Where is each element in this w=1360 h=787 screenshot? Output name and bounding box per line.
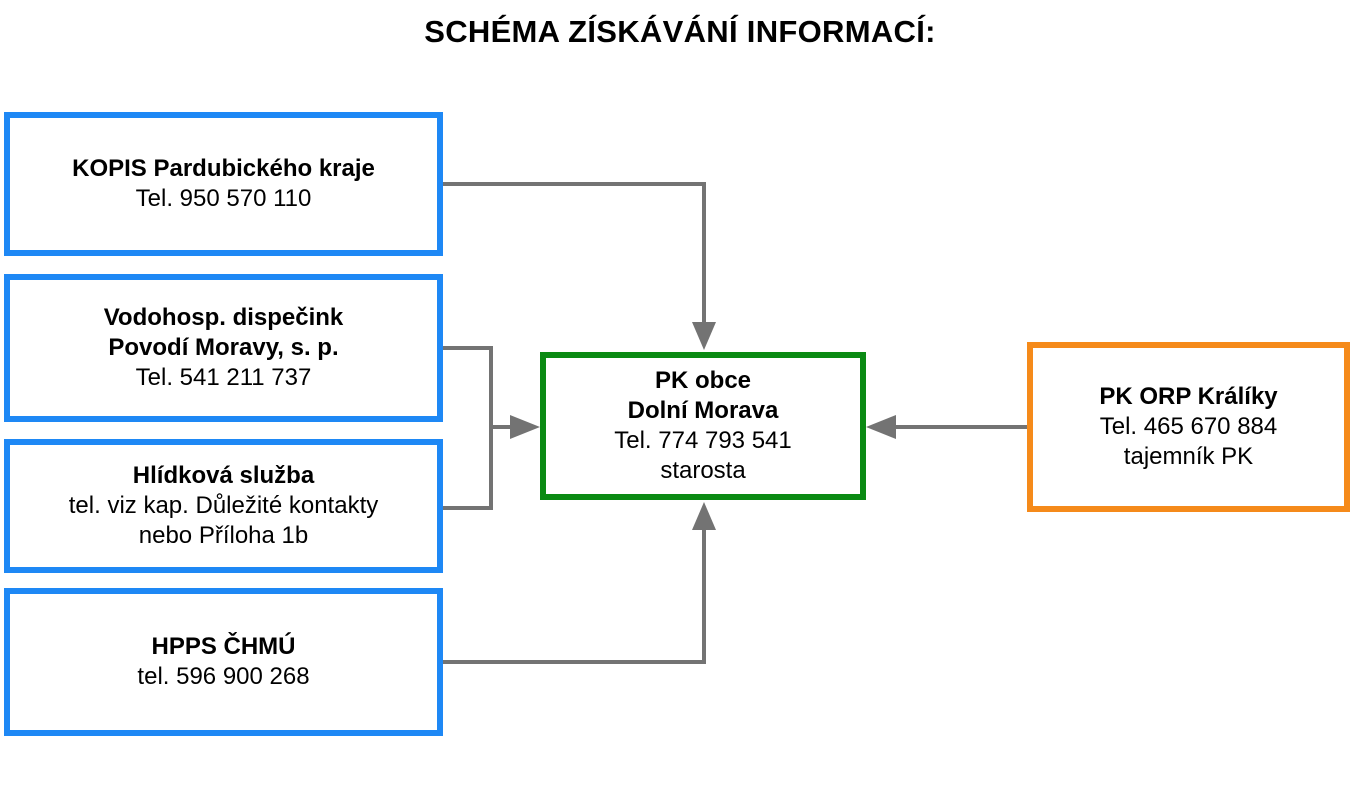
center-name-line2: Dolní Morava — [627, 397, 779, 424]
hlidkova-line1: tel. viz kap. Důležité kontakty — [68, 492, 379, 519]
hlidkova-line2: nebo Příloha 1b — [138, 522, 309, 549]
center-box: PK obce Dolní Morava Tel. 774 793 541 st… — [540, 352, 866, 500]
orp-box: PK ORP Králíky Tel. 465 670 884 tajemník… — [1027, 342, 1350, 512]
connector-hpps — [443, 530, 706, 664]
hpps-name: HPPS ČHMÚ — [151, 633, 296, 660]
vodohosp-name-line2: Povodí Moravy, s. p. — [108, 334, 339, 361]
connector-kopis — [443, 182, 706, 322]
arrowhead-merge — [510, 415, 540, 439]
hpps-box: HPPS ČHMÚ tel. 596 900 268 — [4, 588, 443, 736]
center-name-line1: PK obce — [654, 367, 752, 394]
vodohosp-name-line1: Vodohosp. dispečink — [103, 304, 344, 331]
arrowhead-kopis — [692, 322, 716, 350]
vodohosp-phone: Tel. 541 211 737 — [135, 364, 312, 391]
hlidkova-box: Hlídková služba tel. viz kap. Důležité k… — [4, 439, 443, 573]
orp-role: tajemník PK — [1123, 443, 1254, 470]
hlidkova-name: Hlídková služba — [132, 462, 315, 489]
arrowhead-orp — [866, 415, 896, 439]
arrowhead-hpps — [692, 502, 716, 530]
orp-name: PK ORP Králíky — [1099, 383, 1278, 410]
diagram-title: SCHÉMA ZÍSKÁVÁNÍ INFORMACÍ: — [424, 14, 936, 49]
kopis-name: KOPIS Pardubického kraje — [72, 155, 375, 182]
center-role: starosta — [660, 457, 746, 484]
kopis-box: KOPIS Pardubického kraje Tel. 950 570 11… — [4, 112, 443, 256]
vodohosp-box: Vodohosp. dispečink Povodí Moravy, s. p.… — [4, 274, 443, 422]
center-phone: Tel. 774 793 541 — [614, 427, 792, 454]
connector-vodo — [443, 346, 493, 510]
kopis-phone: Tel. 950 570 110 — [135, 185, 312, 212]
hpps-phone: tel. 596 900 268 — [137, 663, 310, 690]
orp-phone: Tel. 465 670 884 — [1099, 413, 1278, 440]
